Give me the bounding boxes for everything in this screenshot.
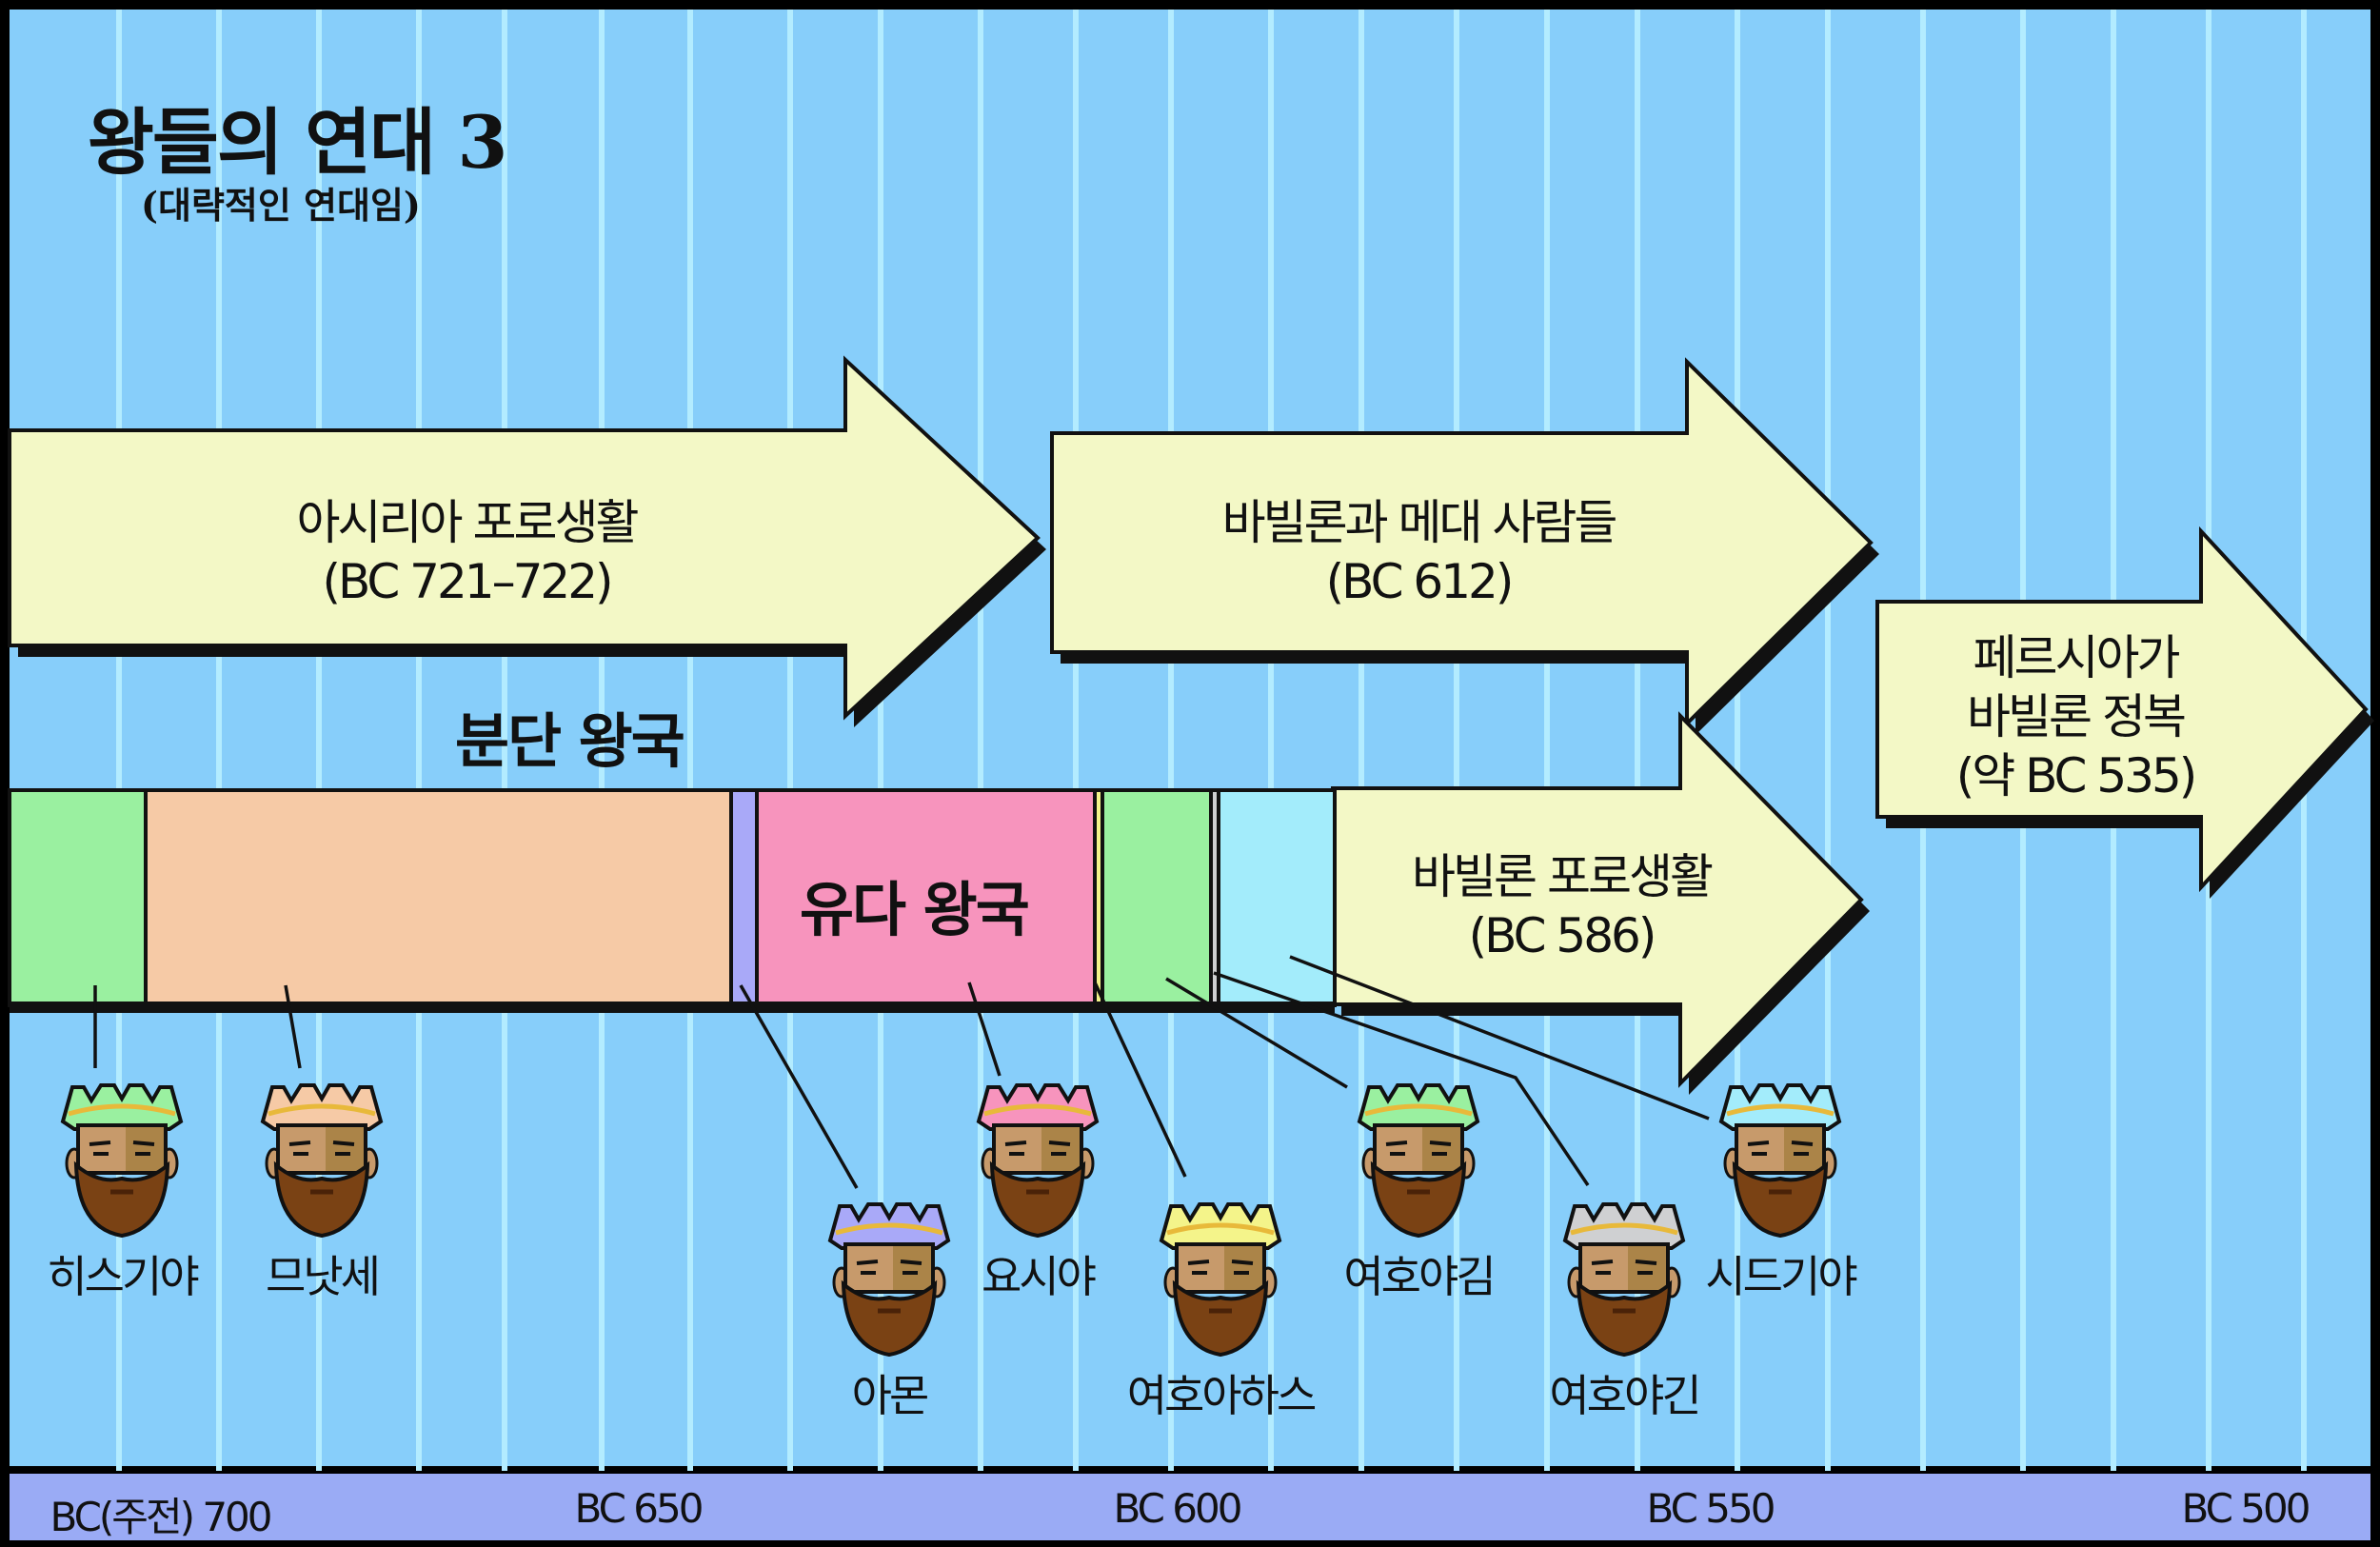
leader-line — [1213, 971, 1590, 1186]
king-name-manasseh: 므낫세 — [266, 1251, 381, 1302]
leader-line — [1289, 955, 1710, 1121]
face-shade — [126, 1127, 164, 1171]
divided-kingdom-label: 분단 왕국 — [455, 706, 685, 776]
crown-band — [68, 1103, 176, 1117]
arrow-label-line: (BC 586) — [1468, 908, 1657, 963]
king-portrait — [60, 1083, 184, 1239]
brow-icon — [856, 1259, 922, 1265]
king-portraits — [60, 1083, 1842, 1358]
face-shade — [1224, 1246, 1262, 1290]
arrow-label-persia: 페르시아가 바빌론 정복 (약 BC 535) — [1866, 628, 2285, 805]
beard-icon — [1370, 1160, 1467, 1239]
judah-kingdom-label: 유다 왕국 — [800, 875, 1030, 944]
beard-icon — [1732, 1160, 1829, 1239]
reign-segment — [755, 788, 1097, 1007]
page-subtitle: (대략적인 연대임) — [141, 184, 421, 227]
brow-icon — [1747, 1140, 1814, 1146]
arrow-label-assyria: 아시리아 포로생활 (BC 721–722) — [200, 493, 733, 611]
leader-line — [284, 984, 302, 1069]
crown-band — [1570, 1222, 1678, 1236]
king-portrait — [260, 1083, 384, 1239]
king-portrait — [976, 1083, 1100, 1239]
brow-icon — [1004, 1140, 1071, 1146]
arrow-label-line: 바빌론 포로생활 — [1412, 849, 1714, 904]
beard-icon — [1576, 1279, 1673, 1358]
face-shade — [1041, 1127, 1080, 1171]
leader-line — [739, 984, 859, 1189]
reign-bar — [8, 788, 1337, 1013]
king-portrait — [1357, 1083, 1480, 1239]
reign-segment — [1101, 788, 1213, 1007]
brow-icon — [1385, 1140, 1452, 1146]
crown-band — [835, 1222, 943, 1236]
crown-band — [1166, 1222, 1275, 1236]
crown-band — [268, 1103, 376, 1117]
reign-bar-shadow — [10, 1002, 1335, 1013]
crown-band — [1726, 1103, 1835, 1117]
axis-band — [10, 1474, 2370, 1540]
leader-line — [1093, 982, 1187, 1178]
axis-label-600: BC 600 — [1113, 1485, 1243, 1532]
reign-segment — [144, 788, 733, 1007]
reign-segment — [8, 788, 148, 1007]
leader-line — [967, 982, 1002, 1077]
face-shade — [1628, 1246, 1666, 1290]
king-portrait — [1159, 1202, 1282, 1358]
face-shade — [326, 1127, 364, 1171]
brow-icon — [1591, 1259, 1657, 1265]
face-shade — [893, 1246, 931, 1290]
beard-icon — [989, 1160, 1086, 1239]
king-name-jehoiakim: 여호야김 — [1343, 1251, 1496, 1302]
face-shade — [1784, 1127, 1822, 1171]
era-arrows — [8, 355, 2374, 1095]
king-name-amon: 아몬 — [851, 1370, 930, 1421]
beard-icon — [1172, 1279, 1269, 1358]
leader-lines — [93, 955, 1710, 1189]
leader-line — [1165, 977, 1348, 1089]
king-portrait — [1718, 1083, 1842, 1239]
king-name-jehoiachin: 여호야긴 — [1549, 1370, 1701, 1421]
arrow-shape-assyria — [8, 355, 1041, 721]
beard-icon — [273, 1160, 370, 1239]
face-shade — [1422, 1127, 1460, 1171]
arrow-shape-babylon-medes — [1050, 357, 1874, 728]
arrow-label-line: (BC 721–722) — [322, 554, 613, 609]
king-name-josiah: 요시야 — [982, 1251, 1097, 1302]
king-name-zedekiah: 시드기야 — [1705, 1251, 1857, 1302]
reign-segment — [1217, 788, 1337, 1007]
king-portrait — [1562, 1202, 1686, 1358]
arrow-label-line: 아시리아 포로생활 — [296, 495, 640, 550]
arrow-label-line: 바빌론 정복 — [1967, 689, 2187, 744]
king-name-hezekiah: 히스기야 — [47, 1251, 199, 1302]
axis-label-700: BC(주전) 700 — [50, 1494, 273, 1540]
brow-icon — [1187, 1259, 1254, 1265]
arrow-label-line: (약 BC 535) — [1955, 748, 2198, 803]
crown-band — [1364, 1103, 1473, 1117]
king-name-jehoahaz: 여호아하스 — [1126, 1370, 1318, 1421]
beard-icon — [841, 1279, 938, 1358]
beard-icon — [73, 1160, 170, 1239]
king-portrait — [827, 1202, 951, 1358]
arrow-label-line: 페르시아가 — [1973, 630, 2181, 685]
brow-icon — [89, 1140, 155, 1146]
arrow-shape-babylon-exile — [1331, 711, 1864, 1088]
brow-icon — [288, 1140, 355, 1146]
crown-band — [983, 1103, 1092, 1117]
arrow-shape-persia — [1875, 526, 2369, 893]
arrow-label-babylon-exile: 바빌론 포로생활 (BC 586) — [1314, 847, 1809, 965]
reign-segment — [729, 788, 759, 1007]
axis-label-650: BC 650 — [574, 1485, 704, 1532]
arrow-label-babylon-medes: 바빌론과 메대 사람들 (BC 612) — [1152, 493, 1685, 611]
axis-label-500: BC 500 — [2181, 1485, 2311, 1532]
arrow-label-line: 바빌론과 메대 사람들 — [1221, 495, 1618, 550]
page-title: 왕들의 연대 3 — [88, 100, 507, 185]
axis-label-550: BC 550 — [1646, 1485, 1776, 1532]
arrow-label-line: (BC 612) — [1325, 554, 1515, 609]
